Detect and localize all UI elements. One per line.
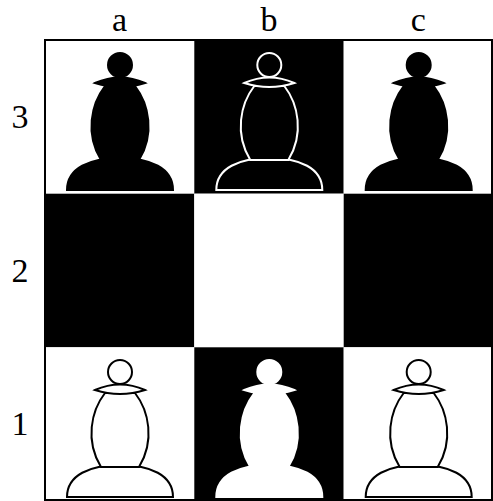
black-pawn [67, 53, 173, 190]
light-square [194, 194, 343, 348]
white-pawn [366, 360, 472, 497]
dark-square [344, 194, 493, 348]
black-pawn [216, 360, 322, 497]
board-border [45, 40, 492, 500]
dark-square [45, 194, 194, 348]
light-square [344, 40, 493, 194]
dark-square [194, 347, 343, 501]
white-pawn [216, 53, 322, 190]
light-square [45, 347, 194, 501]
light-square [344, 347, 493, 501]
light-square [45, 40, 194, 194]
file-label: a [112, 3, 127, 37]
black-pawn [366, 53, 472, 190]
rank-label: 3 [12, 100, 29, 134]
dark-square [194, 40, 343, 194]
rank-label: 1 [12, 407, 29, 441]
file-label: c [411, 3, 426, 37]
white-pawn [67, 360, 173, 497]
rank-label: 2 [12, 254, 29, 288]
file-label: b [261, 3, 278, 37]
